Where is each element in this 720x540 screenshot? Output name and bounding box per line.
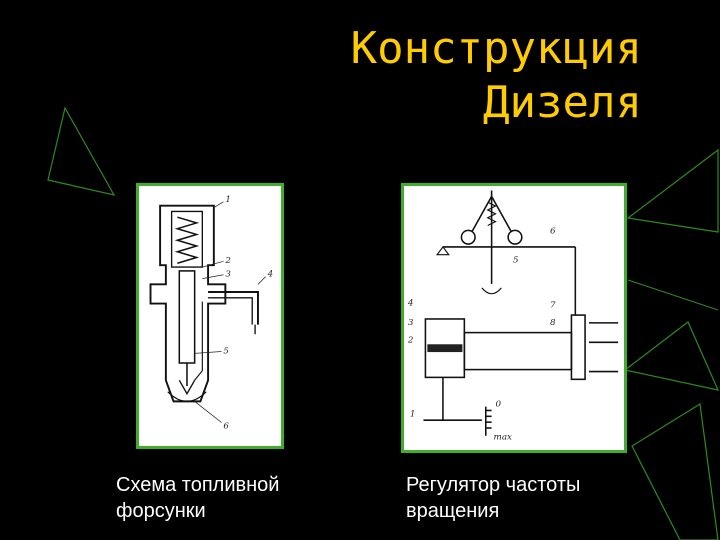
triangle-right-lower <box>631 403 719 540</box>
governor-scale-zero: 0 <box>496 400 502 410</box>
slide-title-line2: Дизеля <box>483 77 642 128</box>
decor-line <box>627 279 719 311</box>
governor-label-2: 2 <box>407 335 414 345</box>
governor-label-5: 5 <box>513 256 519 266</box>
injector-caption-line1: Схема топливной <box>116 474 280 496</box>
governor-piston <box>427 344 463 353</box>
injector-label-5: 5 <box>223 346 229 356</box>
injector-caption-line2: форсунки <box>116 500 206 522</box>
injector-label-1: 1 <box>225 195 231 205</box>
governor-label-6: 6 <box>550 226 556 236</box>
injector-label-4: 4 <box>267 270 274 280</box>
governor-label-4: 4 <box>407 298 414 308</box>
injector-label-6: 6 <box>223 421 229 431</box>
governor-caption: Регулятор частоты вращения <box>406 472 656 524</box>
governor-caption-line1: Регулятор частоты <box>406 474 581 496</box>
triangle-right-middle <box>623 321 720 391</box>
governor-label-7: 7 <box>550 300 556 310</box>
governor-figure: 4 3 2 1 5 6 7 8 0 max <box>401 183 627 453</box>
injector-diagram: 1 2 3 4 5 6 <box>149 195 274 431</box>
triangle-left <box>47 106 116 196</box>
governor-label-1: 1 <box>410 409 416 419</box>
governor-label-3: 3 <box>408 318 414 328</box>
slide-title-line1: Конструкция <box>350 23 642 74</box>
injector-caption: Схема топливной форсунки <box>116 472 346 524</box>
governor-scale-max: max <box>494 433 513 443</box>
governor-label-8: 8 <box>550 318 556 328</box>
injector-figure: 1 2 3 4 5 6 <box>136 183 284 449</box>
governor-diagram: 4 3 2 1 5 6 7 8 0 max <box>407 190 619 443</box>
governor-caption-line2: вращения <box>406 500 500 522</box>
injector-label-2: 2 <box>224 256 231 266</box>
triangle-right-upper <box>626 148 719 233</box>
injector-label-3: 3 <box>225 270 231 280</box>
